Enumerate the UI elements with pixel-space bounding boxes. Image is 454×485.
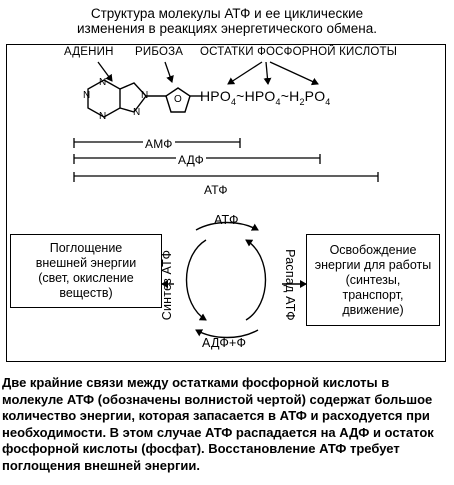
breakdown-label: Распад АТФ — [282, 249, 297, 321]
caption-line-1: Две крайние связи между остатками фосфор… — [2, 375, 390, 390]
synthesis-label: Синтез АТФ — [160, 249, 175, 321]
ring-n-1: N — [99, 77, 107, 88]
ribose-oxygen: O — [174, 94, 182, 105]
amp-label: АМФ — [143, 137, 175, 151]
caption-line-2: молекуле АТФ (обозначены волнистой черто… — [2, 391, 433, 407]
ring-n-4: N — [133, 107, 141, 118]
energy-cycle — [161, 221, 307, 339]
caption-line-6: поглощения внешней энергии. — [2, 457, 200, 473]
diagram-frame — [6, 44, 446, 362]
release-line-5: движение) — [342, 302, 404, 317]
ribose-ring — [165, 87, 202, 113]
brackets — [73, 138, 379, 182]
caption-line-4: необходимости. В этом случае АТФ распада… — [2, 424, 434, 440]
release-line-2: энергии для работы — [314, 257, 432, 272]
title-line-2: изменения в реакциях энергетического обм… — [77, 21, 377, 36]
ring-n-2: N — [83, 90, 91, 101]
absorption-line-3: (свет, окисление — [38, 271, 134, 285]
ring-n-5: N — [141, 90, 149, 101]
diagram-title: Структура молекулы АТФ и ее циклические … — [0, 6, 454, 36]
energy-absorption-box: Поглощение внешней энергии (свет, окисле… — [10, 234, 162, 308]
absorption-line-4: веществ) — [59, 286, 113, 300]
caption-line-5: фосфорной кислоты (фосфат). Восстановлен… — [2, 441, 400, 456]
label-pointer-arrows — [97, 61, 319, 86]
caption-line-3: количество энергии, которая запасается в… — [2, 408, 430, 423]
phosphate-chain: HPO4~HPO4~H2PO4 — [200, 88, 331, 107]
phosphate3-pointer-arrow — [269, 61, 319, 86]
explanation-caption: Две крайние связи между остатками фосфор… — [2, 375, 452, 474]
label-phosphate-residues: ОСТАТКИ ФОСФОРНОЙ КИСЛОТЫ — [200, 46, 398, 58]
high-energy-bond-2: ~ — [280, 88, 290, 104]
phosphate-3-h-sub: 2 — [299, 96, 305, 107]
phosphate1-pointer-arrow — [227, 61, 263, 85]
cycle-left-arc — [185, 239, 207, 321]
ring-n-3: N — [99, 111, 107, 122]
high-energy-bond-1: ~ — [236, 88, 245, 104]
atp-bracket — [73, 172, 379, 182]
phosphate2-pointer-arrow — [263, 61, 272, 85]
cycle-atp-label: АТФ — [214, 213, 239, 227]
label-ribose: РИБОЗА — [135, 46, 184, 58]
release-line-3: (синтезы, — [345, 272, 401, 287]
cycle-bottom-arc — [195, 329, 259, 339]
adenine-pointer-arrow — [97, 61, 113, 82]
phosphate-2-sub: 4 — [275, 96, 281, 107]
energy-release-box: Освобождение энергии для работы (синтезы… — [306, 234, 440, 326]
phosphate-3: PO — [304, 88, 326, 104]
cycle-top-arc — [195, 221, 259, 231]
phosphate-3-sub: 4 — [325, 96, 331, 107]
phosphate-2: HPO — [244, 88, 276, 104]
phosphate-1: HPO — [200, 88, 231, 104]
label-adenine: АДЕНИН — [64, 46, 114, 58]
cycle-right-arc — [245, 239, 267, 321]
absorption-line-1: Поглощение — [49, 241, 123, 255]
release-line-1: Освобождение — [329, 242, 417, 257]
absorption-line-2: внешней энергии — [35, 256, 137, 270]
atp-label: АТФ — [204, 183, 228, 197]
phosphate-3-h: H — [289, 88, 300, 104]
adp-label: АДФ — [176, 153, 206, 167]
title-line-1: Структура молекулы АТФ и ее циклические — [90, 6, 364, 21]
cycle-adp-label: АДФ+Ф — [202, 336, 247, 350]
phosphate-1-sub: 4 — [230, 96, 237, 107]
ribose-pentagon — [165, 87, 191, 113]
ribose-pointer-arrow — [164, 61, 174, 83]
adenine-ring — [87, 79, 166, 118]
release-line-4: транспорт, — [342, 287, 404, 302]
